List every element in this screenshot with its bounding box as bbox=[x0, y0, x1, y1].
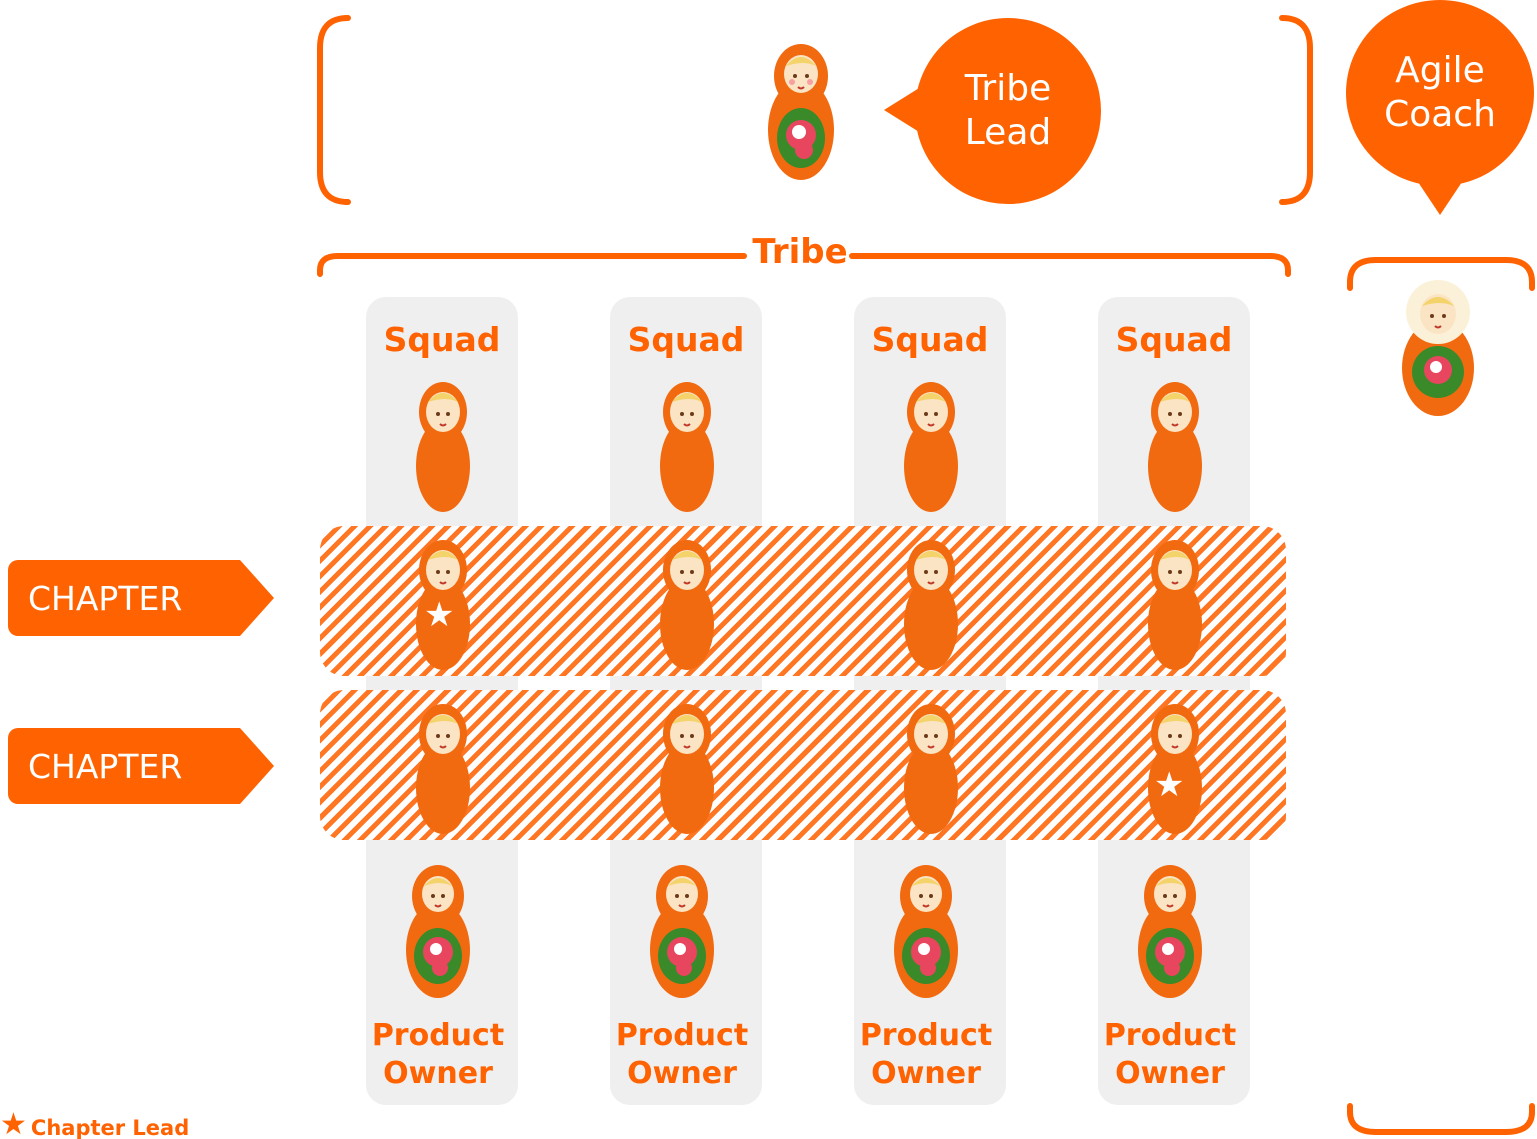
squad-title-1: Squad bbox=[383, 320, 501, 359]
chapter-member-doll bbox=[900, 536, 962, 672]
chapter-lead-star-icon: ★ bbox=[1154, 765, 1185, 805]
tribe-label: Tribe bbox=[752, 232, 848, 272]
product-owner-line-1: Product bbox=[1103, 1018, 1237, 1053]
product-owner-doll bbox=[1134, 860, 1206, 1000]
chapter-tag-label: CHAPTER bbox=[28, 746, 183, 786]
legend-label: Chapter Lead bbox=[30, 1116, 190, 1139]
squad-title-3: Squad bbox=[871, 320, 989, 359]
chapter-member-doll bbox=[1144, 536, 1206, 672]
product-owner-line-2: Owner bbox=[871, 1056, 981, 1091]
squad-title-4: Squad bbox=[1115, 320, 1233, 359]
product-owner-label-1: Product Owner bbox=[362, 1017, 514, 1093]
agile-coach-label-2: Coach bbox=[1384, 94, 1496, 135]
squad-member-doll bbox=[1144, 378, 1206, 514]
product-owner-line-1: Product bbox=[615, 1018, 749, 1053]
product-owner-doll bbox=[890, 860, 962, 1000]
product-owner-line-1: Product bbox=[859, 1018, 993, 1053]
tribe-lead-label-2: Lead bbox=[964, 112, 1052, 153]
chapter-member-doll bbox=[900, 700, 962, 836]
squad-member-doll bbox=[656, 378, 718, 514]
chapter-member-doll bbox=[412, 536, 474, 672]
product-owner-doll bbox=[402, 860, 474, 1000]
product-owner-doll bbox=[646, 860, 718, 1000]
agile-coach-label-1: Agile bbox=[1395, 50, 1485, 91]
legend: ★ Chapter Lead bbox=[0, 1108, 189, 1139]
legend-star-icon: ★ bbox=[0, 1108, 27, 1139]
chapter-member-doll bbox=[1144, 700, 1206, 836]
chapter-tag-1: CHAPTER bbox=[8, 560, 274, 636]
squad-title-2: Squad bbox=[627, 320, 745, 359]
product-owner-label-2: Product Owner bbox=[606, 1017, 758, 1093]
tribe-lead-doll bbox=[764, 40, 838, 182]
product-owner-label-4: Product Owner bbox=[1094, 1017, 1246, 1093]
product-owner-line-2: Owner bbox=[627, 1056, 737, 1091]
product-owner-line-2: Owner bbox=[1115, 1056, 1225, 1091]
agile-coach-doll bbox=[1396, 276, 1480, 418]
chapter-tag-label: CHAPTER bbox=[28, 578, 183, 618]
chapter-lead-star-icon: ★ bbox=[424, 595, 455, 635]
product-owner-label-3: Product Owner bbox=[850, 1017, 1002, 1093]
squad-member-doll bbox=[412, 378, 474, 514]
chapter-tag-2: CHAPTER bbox=[8, 728, 274, 804]
chapter-band-2 bbox=[320, 690, 1286, 840]
chapter-band-1 bbox=[320, 526, 1286, 676]
product-owner-line-2: Owner bbox=[383, 1056, 493, 1091]
product-owner-line-1: Product bbox=[371, 1018, 505, 1053]
tribe-lead-label-1: Tribe bbox=[964, 68, 1052, 109]
chapter-member-doll bbox=[656, 700, 718, 836]
chapter-member-doll bbox=[656, 536, 718, 672]
agile-coach-bubble: Agile Coach bbox=[1346, 0, 1534, 186]
squad-member-doll bbox=[900, 378, 962, 514]
chapter-member-doll bbox=[412, 700, 474, 836]
tribe-lead-bubble: Tribe Lead bbox=[915, 18, 1101, 204]
